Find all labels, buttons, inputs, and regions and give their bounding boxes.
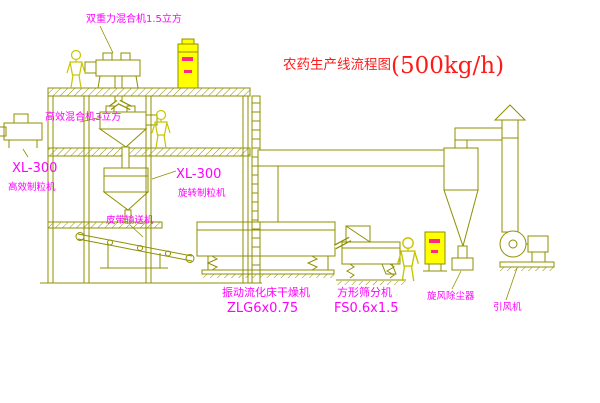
label-dryer-model: ZLG6x0.75 [227, 301, 298, 316]
label-sieve-model: FS0.6x1.5 [334, 301, 399, 316]
building-frame [40, 87, 262, 284]
label-fan: 引风机 [493, 301, 522, 313]
label-right-granulator-model: XL-300 [176, 167, 221, 182]
diagram-title-capacity: (500kg/h) [391, 53, 504, 79]
fluid-bed-dryer [196, 221, 336, 278]
fan-housing [499, 230, 527, 258]
floor-slab-top [47, 87, 251, 97]
label-right-granulator-name: 旋转制粒机 [178, 187, 226, 199]
exhaust-duct [257, 149, 447, 223]
belt-conveyor [75, 232, 195, 269]
label-belt-conveyor: 皮带输送机 [106, 214, 154, 226]
diagram-title: 农药生产线流程图 [283, 57, 391, 73]
left-granulator [0, 113, 43, 148]
fan-motor [527, 235, 549, 253]
label-sieve-name: 方形筛分机 [337, 285, 392, 299]
label-cyclone: 旋风除尘器 [427, 290, 475, 302]
cyclone-separator [443, 127, 514, 271]
control-panel-right [423, 231, 447, 272]
label-mid-mixer: 高效混合机3立方 [45, 110, 121, 123]
floor-slab-mid [47, 147, 251, 157]
leader-lines [22, 25, 518, 301]
label-top-mixer: 双重力混合机1.5立方 [86, 12, 182, 25]
square-sieve [333, 225, 406, 285]
floor-slab-low [47, 221, 163, 229]
control-panel-top [177, 38, 199, 89]
stack-and-fan [493, 104, 555, 271]
top-mixer [84, 52, 141, 111]
label-left-granulator-model: XL-300 [12, 161, 57, 176]
person-figure [396, 237, 420, 282]
person-figure [151, 109, 171, 149]
person-figure [66, 49, 86, 89]
rotary-granulator [102, 167, 150, 224]
label-left-granulator-name: 高效制粒机 [8, 181, 56, 193]
mid-mixer [98, 105, 158, 169]
label-dryer-name: 振动流化床干燥机 [222, 285, 310, 299]
vent-cap [501, 117, 519, 139]
